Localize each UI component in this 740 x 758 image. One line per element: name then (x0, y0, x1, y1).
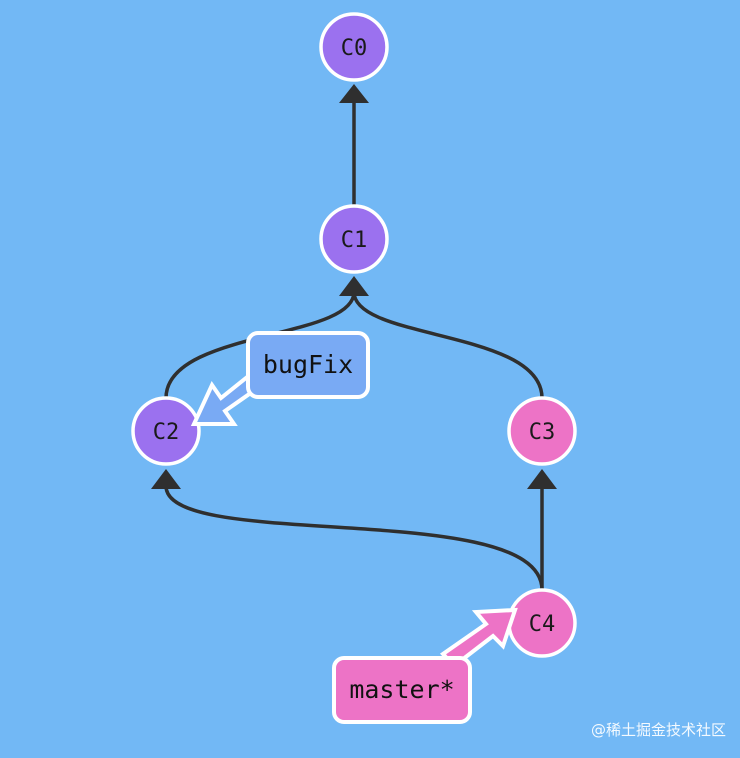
commit-circle[interactable] (507, 396, 577, 466)
commit-label: C2 (153, 420, 180, 445)
arrow-c1 (339, 276, 369, 296)
arrow-c3 (527, 469, 557, 489)
commit-c2[interactable]: C2 (131, 396, 201, 466)
commit-c1[interactable]: C1 (319, 204, 389, 274)
master-pointer-arrow (439, 607, 518, 669)
master-label-box[interactable] (332, 656, 472, 724)
master-label: master* (349, 675, 454, 704)
commit-circle[interactable] (319, 204, 389, 274)
commit-circle[interactable] (319, 12, 389, 82)
commit-c4[interactable]: C4 (507, 588, 577, 658)
arrow-c0 (339, 84, 369, 103)
edge-c3-c1 (352, 291, 544, 399)
commit-label: C4 (529, 612, 556, 637)
commit-label: C1 (341, 228, 368, 253)
edge-c4-c2 (164, 485, 544, 591)
arrow-c2 (151, 469, 181, 489)
commit-c3[interactable]: C3 (507, 396, 577, 466)
watermark-text: @稀土掘金技术社区 (590, 721, 726, 739)
branch-bugfix[interactable]: bugFix (190, 331, 370, 426)
commit-label: C0 (341, 36, 368, 61)
commit-label: C3 (529, 420, 556, 445)
commit-c0[interactable]: C0 (319, 12, 389, 82)
commit-circle[interactable] (131, 396, 201, 466)
bugfix-label: bugFix (263, 350, 353, 379)
branch-master[interactable]: master* (332, 607, 518, 724)
bugfix-label-box[interactable] (246, 331, 370, 399)
